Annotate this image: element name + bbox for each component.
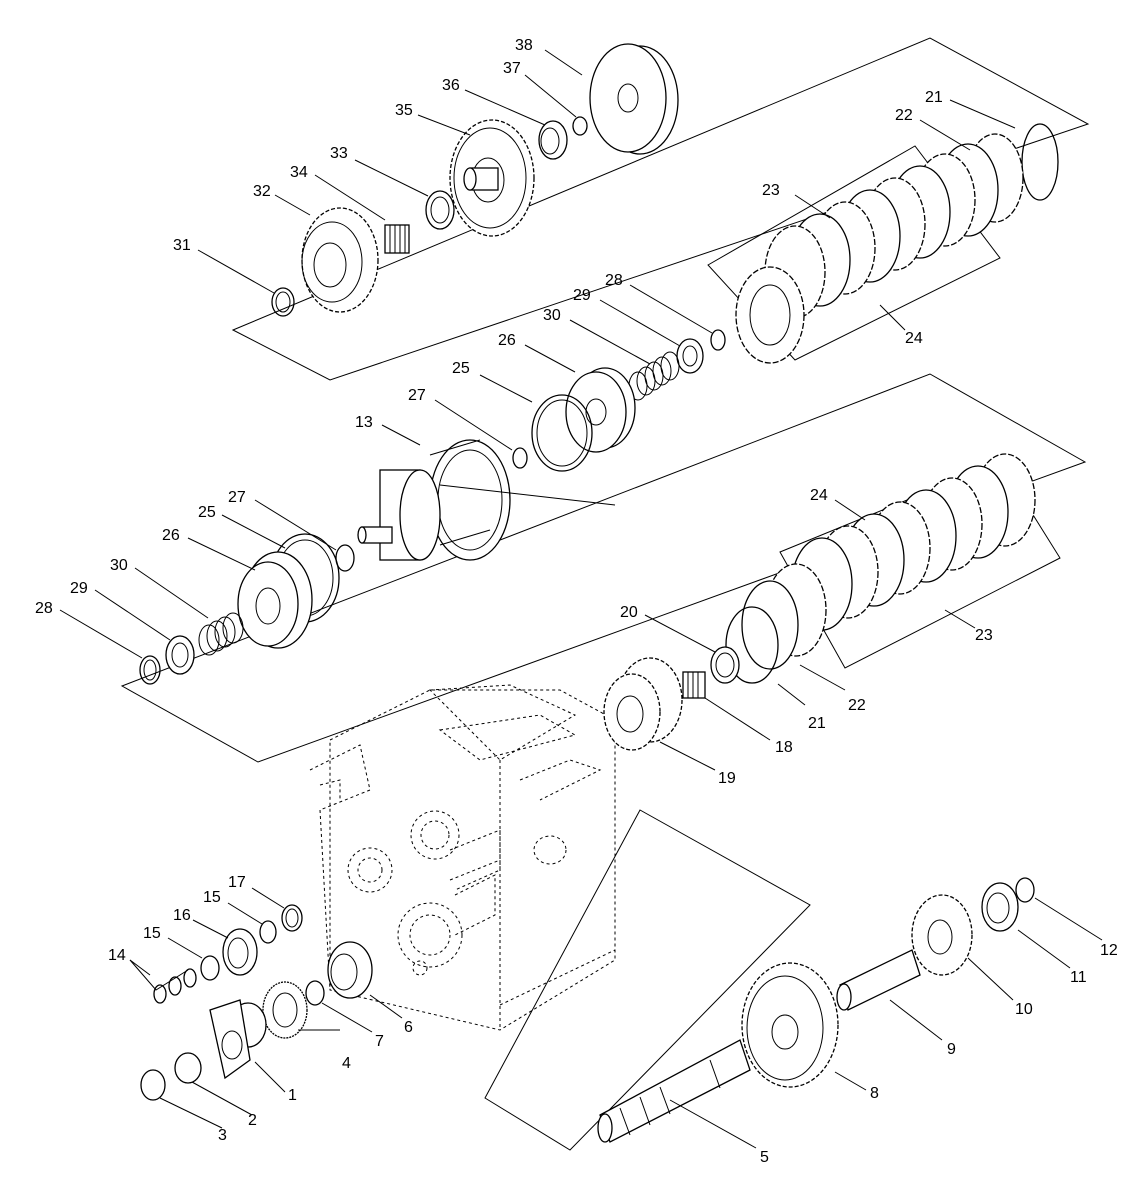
callout-6: 6 — [404, 1019, 413, 1036]
callout-35: 35 — [395, 102, 413, 119]
part-27-oring-lower — [335, 544, 355, 572]
part-25-seal-upper — [531, 394, 593, 472]
part-3-snap-ring — [140, 1069, 166, 1101]
callout-19: 19 — [718, 770, 736, 787]
part-31-snap-ring — [271, 287, 295, 317]
callout-36: 36 — [442, 77, 460, 94]
part-36-bearing — [538, 120, 568, 160]
callout-24-lower: 24 — [810, 487, 828, 504]
part-7-snap-ring — [305, 980, 325, 1006]
callout-25-lower: 25 — [198, 504, 216, 521]
part-8-gear — [741, 962, 839, 1088]
callout-22-upper: 22 — [895, 107, 913, 124]
part-34-needle-bearing — [384, 224, 410, 254]
part-6-bearing — [327, 941, 373, 999]
callout-26-upper: 26 — [498, 332, 516, 349]
callout-10: 10 — [1015, 1001, 1033, 1018]
part-38-cover-disc — [589, 43, 679, 155]
part-12-snap-ring — [1015, 877, 1035, 903]
lower-clutch-pack — [725, 453, 1036, 684]
callout-28-upper: 28 — [605, 272, 623, 289]
upper-clutch-pack — [735, 123, 1059, 364]
part-1-flange — [209, 999, 267, 1080]
callout-29-upper: 29 — [573, 287, 591, 304]
callout-27-upper: 27 — [408, 387, 426, 404]
callout-37: 37 — [503, 60, 521, 77]
part-11-bearing — [981, 882, 1019, 932]
callout-11: 11 — [1070, 969, 1087, 986]
callout-33: 33 — [330, 145, 348, 162]
callout-26-lower: 26 — [162, 527, 180, 544]
part-32-gear — [301, 207, 379, 313]
part-13-clutch-drum — [357, 439, 511, 561]
callout-16: 16 — [173, 907, 191, 924]
part-26-piston-lower — [237, 551, 313, 649]
callout-34: 34 — [290, 164, 308, 181]
part-14-orings — [153, 968, 197, 1004]
part-27-oring-upper — [512, 447, 528, 469]
part-19-gear — [603, 657, 683, 751]
callout-15-lower: 15 — [143, 925, 161, 942]
part-17-snap-ring — [281, 904, 303, 932]
part-35-gear — [449, 119, 535, 237]
callout-25-upper: 25 — [452, 360, 470, 377]
callout-29-lower: 29 — [70, 580, 88, 597]
callout-18: 18 — [775, 739, 793, 756]
callout-12: 12 — [1100, 942, 1118, 959]
callout-30-upper: 30 — [543, 307, 561, 324]
callout-20: 20 — [620, 604, 638, 621]
callout-32: 32 — [253, 183, 271, 200]
callout-23-upper: 23 — [762, 182, 780, 199]
part-15-snap-ring-lower — [200, 955, 220, 981]
part-18-needle-bearing — [682, 671, 706, 699]
part-29-retainer-lower — [165, 635, 195, 675]
callout-38: 38 — [515, 37, 533, 54]
callout-17: 17 — [228, 874, 246, 891]
callout-22-lower: 22 — [848, 697, 866, 714]
callout-21-lower: 21 — [808, 715, 826, 732]
part-33-washer — [425, 190, 455, 230]
part-20-thrust-washer — [710, 646, 740, 684]
callout-14: 14 — [108, 947, 126, 964]
callout-30-lower: 30 — [110, 557, 128, 574]
leader-lines — [59, 49, 1103, 1149]
callout-27-lower: 27 — [228, 489, 246, 506]
callout-9: 9 — [947, 1041, 956, 1058]
callout-8: 8 — [870, 1085, 879, 1102]
part-9-sleeve — [836, 949, 921, 1011]
callout-2: 2 — [248, 1112, 257, 1129]
part-4-oil-seal — [262, 981, 308, 1039]
part-30-spring-upper — [628, 351, 680, 401]
part-10-gear — [911, 894, 973, 976]
callout-28-lower: 28 — [35, 600, 53, 617]
part-28-snap-ring-upper — [710, 329, 726, 351]
callout-1: 1 — [288, 1087, 297, 1104]
callout-13: 13 — [355, 414, 373, 431]
callout-21-upper: 21 — [925, 89, 943, 106]
callout-31: 31 — [173, 237, 191, 254]
part-5-output-shaft — [597, 1039, 751, 1143]
upper-assembly-frame — [231, 37, 1090, 381]
callout-23-lower: 23 — [975, 627, 993, 644]
callout-labels: 38 37 36 35 33 34 32 31 21 22 23 24 28 2… — [35, 37, 1118, 1166]
callout-24-upper: 24 — [905, 330, 923, 347]
middle-assembly-frame — [120, 373, 1087, 763]
callout-15-upper: 15 — [203, 889, 221, 906]
part-16-bearing — [222, 928, 258, 976]
callout-3: 3 — [218, 1127, 227, 1144]
part-15-snap-ring-upper — [259, 920, 277, 944]
part-2-dust-cap — [174, 1052, 202, 1084]
part-29-retainer-upper — [676, 338, 704, 374]
part-37-snap-ring — [572, 116, 588, 136]
part-28-snap-ring-lower — [139, 655, 161, 685]
callout-7: 7 — [375, 1033, 384, 1050]
part-26-piston-upper — [565, 367, 636, 453]
callout-4: 4 — [342, 1055, 351, 1072]
callout-5: 5 — [760, 1149, 769, 1166]
part-30-spring-lower — [198, 612, 244, 656]
output-shaft-frame — [484, 809, 811, 1151]
